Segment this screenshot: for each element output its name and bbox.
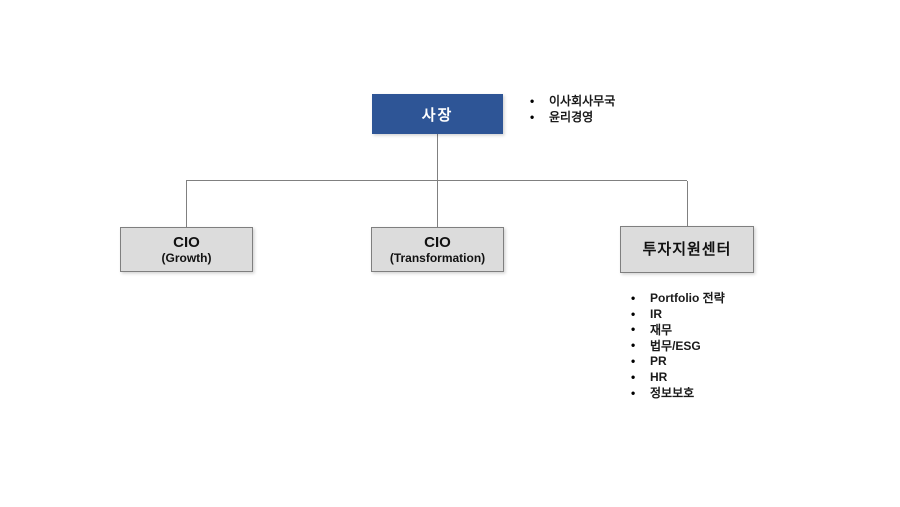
note-label: IR	[650, 306, 662, 321]
list-item: 법무/ESG	[631, 337, 725, 353]
bullet-icon	[530, 94, 549, 108]
box-subtitle: (Growth)	[161, 251, 212, 265]
org-box-cio-growth: CIO (Growth)	[120, 227, 253, 272]
bullet-icon	[631, 307, 650, 321]
bullet-icon	[631, 322, 650, 336]
list-item: Portfolio 전략	[631, 290, 725, 306]
org-box-investment-support-center: 투자지원센터	[620, 226, 754, 273]
list-item: 정보보호	[631, 385, 725, 401]
list-item: PR	[631, 353, 725, 369]
connector-investment-vertical	[687, 181, 688, 226]
box-title: CIO	[173, 234, 200, 251]
box-title: CIO	[424, 234, 451, 251]
org-box-president: 사장	[372, 94, 503, 134]
connector-horizontal	[186, 180, 687, 181]
investment-notes-list: Portfolio 전략 IR 재무 법무/ESG PR HR 정보보호	[631, 290, 725, 401]
list-item: IR	[631, 306, 725, 322]
note-label: HR	[650, 369, 668, 384]
bullet-icon	[631, 291, 650, 305]
bullet-icon	[530, 110, 549, 124]
list-item: 재무	[631, 322, 725, 338]
connector-growth-vertical	[186, 181, 187, 227]
note-label: 이사회사무국	[549, 94, 616, 109]
note-label: 정보보호	[650, 386, 695, 401]
note-label: 재무	[650, 323, 673, 337]
bullet-icon	[631, 338, 650, 352]
note-label: 법무/ESG	[650, 338, 701, 353]
bullet-icon	[631, 386, 650, 400]
bullet-icon	[631, 370, 650, 384]
box-subtitle: (Transformation)	[389, 251, 486, 265]
president-label: 사장	[421, 106, 454, 124]
box-title: 투자지원센터	[642, 241, 732, 258]
list-item: 윤리경영	[530, 109, 615, 125]
list-item: 이사회사무국	[530, 93, 615, 109]
note-label: Portfolio 전략	[650, 291, 725, 306]
president-notes-list: 이사회사무국 윤리경영	[530, 93, 615, 125]
list-item: HR	[631, 369, 725, 385]
bullet-icon	[631, 354, 650, 368]
note-label: PR	[650, 354, 667, 369]
org-box-cio-transformation: CIO (Transformation)	[371, 227, 504, 272]
note-label: 윤리경영	[549, 110, 594, 125]
